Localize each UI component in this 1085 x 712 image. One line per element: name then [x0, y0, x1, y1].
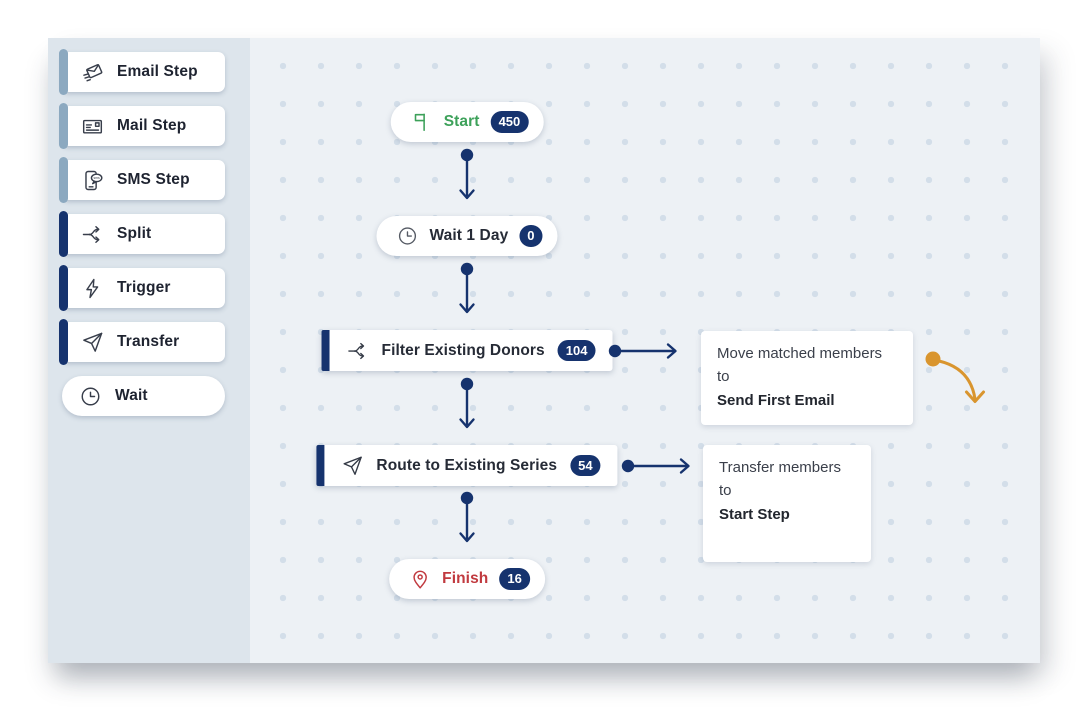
svg-text:sms: sms — [93, 176, 100, 180]
palette-item-label: Trigger — [117, 279, 171, 296]
connector-arrow-right — [621, 458, 690, 474]
annotation-card-transfer-members: Transfer members to Start Step — [703, 445, 871, 562]
palette-item-label: Transfer — [117, 333, 180, 350]
annotation-line-2: Start Step — [719, 505, 790, 523]
palette-item-mail-step[interactable]: Mail Step — [59, 103, 225, 149]
finish-pin-icon — [409, 568, 431, 590]
palette-item-wait[interactable]: Wait — [62, 376, 225, 416]
palette-item-split[interactable]: Split — [59, 211, 225, 257]
connector-arrow-down — [459, 148, 475, 200]
member-count-badge: 0 — [519, 225, 543, 247]
node-label: Route to Existing Series — [376, 456, 558, 474]
palette-item-label: Email Step — [117, 63, 198, 80]
paper-plane-icon — [81, 331, 104, 354]
node-finish[interactable]: Finish 16 — [389, 559, 545, 599]
palette-item-trigger[interactable]: Trigger — [59, 265, 225, 311]
connector-arrow-right — [608, 343, 677, 359]
workflow-builder-window: Email Step Mail Step sms — [48, 38, 1040, 663]
clock-icon — [79, 385, 102, 408]
node-wait-1-day[interactable]: Wait 1 Day 0 — [376, 216, 558, 256]
node-label: Start — [443, 113, 480, 130]
connector-arrow-down — [459, 377, 475, 429]
annotation-line-1: Transfer members to — [719, 459, 841, 500]
member-count-badge: 16 — [499, 568, 530, 590]
node-route-to-existing-series[interactable]: Route to Existing Series 54 — [316, 445, 618, 486]
clock-icon — [396, 225, 418, 247]
member-count-badge: 54 — [570, 454, 601, 477]
node-filter-existing-donors[interactable]: Filter Existing Donors 104 — [321, 330, 613, 371]
envelope-icon — [81, 115, 104, 138]
workflow-canvas[interactable]: Start 450 Wait 1 Day 0 — [250, 38, 1040, 663]
member-count-badge: 450 — [490, 111, 529, 133]
annotation-line-1: Move matched members to — [717, 345, 883, 386]
annotation-card-move-matched: Move matched members to Send First Email — [701, 331, 913, 425]
start-flag-icon — [411, 111, 433, 133]
palette-item-label: SMS Step — [117, 171, 190, 188]
member-count-badge: 104 — [557, 339, 596, 362]
node-label: Finish — [442, 570, 489, 587]
paper-plane-icon — [341, 455, 363, 477]
palette-item-sms-step[interactable]: sms SMS Step — [59, 157, 225, 203]
split-branch-icon — [347, 340, 369, 362]
palette-item-label: Split — [117, 225, 152, 242]
step-palette-sidebar: Email Step Mail Step sms — [48, 38, 250, 663]
orange-curved-arrow — [925, 351, 985, 403]
palette-item-email-step[interactable]: Email Step — [59, 49, 225, 95]
palette-item-transfer[interactable]: Transfer — [59, 319, 225, 365]
node-start[interactable]: Start 450 — [390, 102, 544, 142]
email-send-icon — [81, 61, 104, 84]
lightning-icon — [81, 277, 104, 300]
node-label: Wait 1 Day — [429, 227, 509, 244]
palette-item-label: Mail Step — [117, 117, 187, 134]
node-label: Filter Existing Donors — [381, 341, 545, 359]
split-branch-icon — [81, 223, 104, 246]
annotation-line-2: Send First Email — [717, 391, 835, 409]
sms-phone-icon: sms — [81, 169, 104, 192]
palette-item-label: Wait — [115, 387, 148, 404]
connector-arrow-down — [459, 262, 475, 314]
connector-arrow-down — [459, 491, 475, 543]
